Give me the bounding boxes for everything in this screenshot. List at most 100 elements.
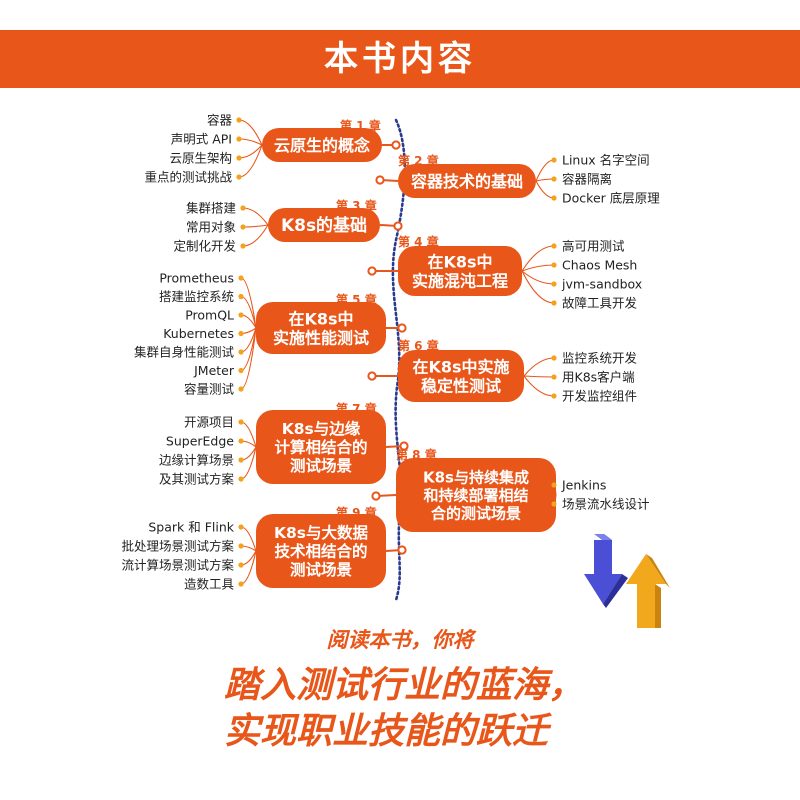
chapter-2-label: 第 2 章	[398, 153, 439, 168]
leaf-connector	[535, 180, 555, 199]
spine-node	[367, 371, 377, 381]
leaf-dot	[238, 293, 244, 300]
chapter-3-topic: 集群搭建	[186, 201, 237, 216]
chapter-9-topic: Spark 和 Flink	[148, 520, 234, 535]
leaf-connector	[523, 375, 555, 378]
leaf-dot	[238, 524, 244, 530]
leaf-dot	[238, 312, 244, 318]
chapter-7-pill	[256, 410, 386, 484]
leaf-connector	[242, 224, 269, 228]
chapter-1-topic: 云原生架构	[169, 151, 232, 166]
leaf-connector	[535, 159, 555, 182]
chapter-6-label: 第 6 章	[398, 338, 439, 353]
chapter-5-topic: Kubernetes	[163, 326, 234, 341]
chapter-6-title-line: 在K8s中实施	[412, 357, 509, 376]
leaf-dot	[551, 157, 557, 163]
leaf-dot	[551, 281, 557, 287]
chapter-6-topic: 用K8s客户端	[562, 370, 635, 385]
leaf-dot	[551, 300, 557, 306]
chapter-6-topic: 开发监控组件	[562, 389, 637, 404]
leaf-dot	[238, 438, 244, 444]
leaf-dot	[236, 155, 242, 161]
leaf-dot	[238, 457, 244, 463]
leaf-dot	[551, 355, 557, 361]
chapter-5-title-line: 在K8s中	[288, 309, 353, 328]
up-arrow-side	[655, 584, 661, 628]
chapter-2-pill	[398, 164, 536, 198]
chapter-4-title-line: 实施混沌工程	[412, 271, 508, 290]
chapter-9-title-line: 测试场景	[290, 560, 352, 579]
chapter-7-title-line: K8s与边缘	[282, 419, 361, 438]
chapter-9-title-line: K8s与大数据	[274, 523, 369, 542]
chapter-3-title-line: K8s的基础	[281, 215, 367, 236]
chapter-9-topic: 造数工具	[184, 577, 235, 592]
leaf-dot	[236, 136, 242, 142]
chapter-3-label: 第 3 章	[336, 198, 377, 213]
leaf-connector	[240, 446, 257, 480]
down-arrow-top	[594, 534, 612, 540]
leaf-dot	[551, 374, 557, 380]
chapter-6-pill	[398, 350, 524, 402]
chapter-5-topic: Prometheus	[159, 271, 234, 286]
chapter-4-topic: 故障工具开发	[562, 296, 638, 311]
leaf-dot	[238, 476, 244, 482]
leaf-dot	[238, 386, 244, 392]
leaf-dot	[238, 349, 244, 355]
leaf-connector	[523, 357, 555, 377]
leaf-connector	[240, 421, 257, 448]
spine-node	[393, 221, 403, 231]
leaf-connector	[240, 550, 257, 585]
spine-node	[397, 545, 407, 555]
chapter-7-topic: 开源项目	[184, 415, 234, 430]
chapter-8-pill	[396, 458, 556, 532]
chapter-4-topic: 高可用测试	[562, 239, 625, 254]
leaf-connector	[521, 264, 555, 272]
slogan-line-1: 踏入测试行业的蓝海，	[224, 665, 585, 706]
leaf-dot	[551, 501, 557, 507]
leaf-connector	[242, 224, 269, 247]
chapter-4-label: 第 4 章	[398, 234, 439, 249]
spine-node	[399, 441, 409, 451]
chapter-1-topic: 容器	[207, 113, 233, 128]
leaf-dot	[240, 205, 246, 211]
spine-node	[375, 175, 385, 185]
chapter-1-topic: 重点的测试挑战	[144, 170, 232, 185]
leaf-connector	[238, 138, 263, 146]
spine-node	[397, 323, 407, 333]
chapter-5-pill	[256, 302, 386, 354]
leaf-connector	[238, 144, 263, 178]
chapter-7-title-line: 测试场景	[290, 456, 352, 475]
down-arrow-shaft	[594, 540, 612, 576]
leaf-connector	[242, 207, 269, 226]
down-arrow-head	[584, 574, 622, 604]
leaf-connector	[240, 446, 257, 461]
leaf-dot	[551, 195, 557, 201]
chapter-3-topic: 定制化开发	[173, 239, 236, 254]
leaf-dot	[240, 224, 246, 230]
chapter-7-title-line: 计算相结合的	[274, 438, 367, 457]
leaf-dot	[551, 482, 557, 488]
chapter-4-topic: jvm-sandbox	[561, 277, 642, 292]
chapter-1-label: 第 1 章	[340, 118, 381, 133]
chapter-9-label: 第 9 章	[336, 505, 377, 520]
chapter-7-topic: SuperEdge	[166, 434, 234, 449]
chapter-6-topic: 监控系统开发	[562, 351, 638, 366]
chapter-4-topic: Chaos Mesh	[562, 258, 637, 273]
leaf-dot	[238, 275, 244, 281]
chapter-2-topic: Docker 底层原理	[562, 191, 660, 206]
chapter-5-topic: 集群自身性能测试	[134, 345, 235, 360]
leaf-dot	[238, 367, 244, 374]
chapter-7-label: 第 7 章	[336, 401, 377, 416]
chapter-5-label: 第 5 章	[336, 292, 377, 307]
leaf-dot	[236, 174, 242, 180]
chapter-3-topic: 常用对象	[186, 220, 236, 235]
chapter-5-title-line: 实施性能测试	[273, 328, 369, 347]
chapter-7-topic: 边缘计算场景	[159, 453, 234, 468]
leaf-connector	[521, 270, 555, 304]
chapter-3-pill	[268, 208, 380, 242]
title-banner: 本书内容	[0, 30, 800, 88]
leaf-connector	[521, 270, 555, 285]
spine-node	[371, 491, 381, 501]
chapter-7-topic: 及其测试方案	[159, 472, 235, 487]
